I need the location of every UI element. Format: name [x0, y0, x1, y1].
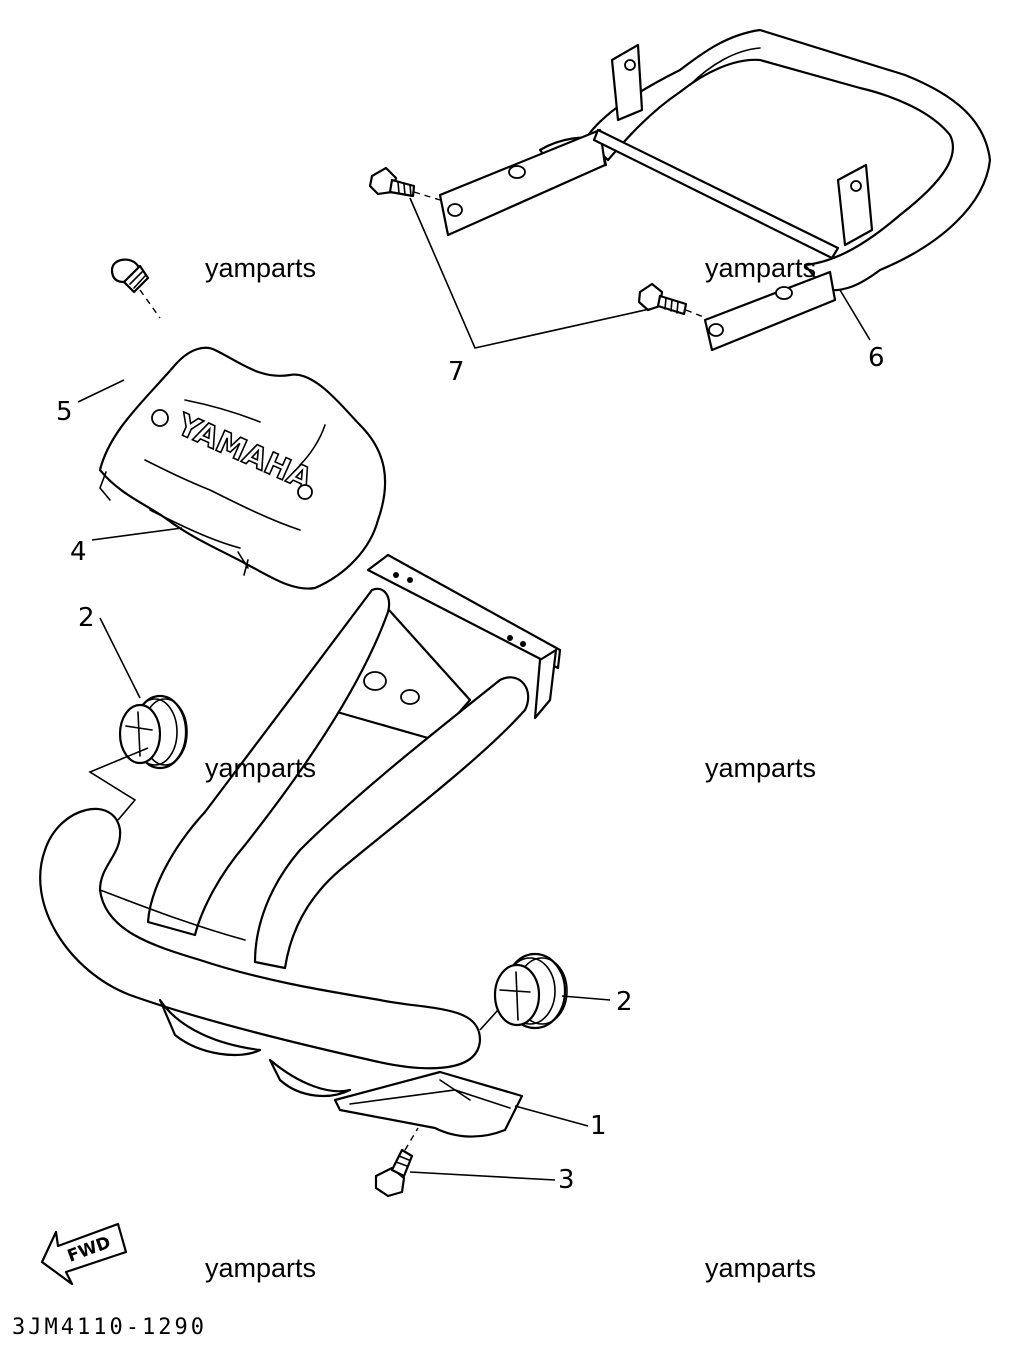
- grommet-part-2-left[interactable]: [118, 694, 188, 770]
- watermark: yamparts: [705, 753, 816, 783]
- callout-5: 5: [56, 397, 73, 427]
- watermark: yamparts: [705, 253, 816, 283]
- bolt-part-3[interactable]: [374, 1148, 414, 1198]
- callout-7: 7: [448, 357, 465, 387]
- forward-arrow-icon: FWD: [40, 1222, 128, 1286]
- screw-part-5[interactable]: [110, 258, 150, 294]
- callout-6: 6: [868, 343, 885, 373]
- callout-2-left: 2: [78, 603, 95, 633]
- muffler-cover-part-4[interactable]: YAMAHA: [98, 346, 387, 590]
- watermark: yamparts: [705, 1253, 816, 1283]
- grommet-part-2-right[interactable]: [493, 952, 568, 1030]
- callout-2-right: 2: [616, 987, 633, 1017]
- callout-3: 3: [558, 1165, 575, 1195]
- bolt-part-7-upper[interactable]: [368, 166, 416, 198]
- watermark: yamparts: [205, 753, 316, 783]
- diagram-code: 3JM4110-1290: [12, 1315, 207, 1340]
- watermark: yamparts: [205, 1253, 316, 1283]
- callout-1: 1: [590, 1111, 607, 1141]
- frame-guard-part-1[interactable]: [39, 553, 562, 1138]
- watermark: yamparts: [205, 253, 316, 283]
- bolt-part-7-lower[interactable]: [637, 282, 688, 316]
- rear-grab-bar-part-6[interactable]: [438, 28, 992, 352]
- callout-4: 4: [70, 537, 87, 567]
